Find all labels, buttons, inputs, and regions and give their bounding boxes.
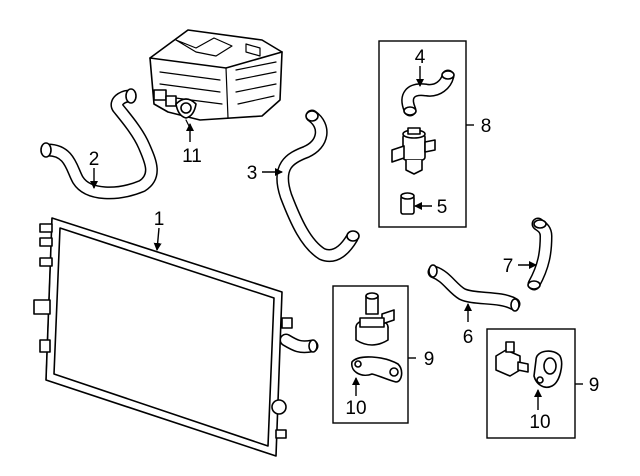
callout-2: 2 xyxy=(89,149,100,170)
callout-9-left: 9 xyxy=(424,349,435,370)
callout-9-right: 9 xyxy=(589,375,600,396)
callout-5: 5 xyxy=(437,197,448,218)
leader-lines xyxy=(90,66,583,410)
callout-8: 8 xyxy=(481,116,492,137)
callout-11: 11 xyxy=(182,146,202,167)
coolant-hose-center xyxy=(276,109,360,262)
kit-box xyxy=(378,40,467,228)
hose-insert xyxy=(400,192,415,215)
callout-3: 3 xyxy=(247,163,258,184)
coolant-hose-short xyxy=(527,217,553,291)
callout-10-right: 10 xyxy=(529,412,550,433)
pump-bracket-left xyxy=(351,356,403,383)
callout-6: 6 xyxy=(463,327,474,348)
callout-1: 1 xyxy=(154,209,165,230)
radiator xyxy=(33,217,319,457)
coolant-hose-left xyxy=(40,88,158,200)
coolant-hose-upper xyxy=(401,69,455,117)
coolant-hose-lower-right xyxy=(427,264,521,312)
callout-4: 4 xyxy=(415,47,426,68)
pump-bracket-right xyxy=(533,350,563,389)
coolant-valve xyxy=(391,127,436,175)
callout-7: 7 xyxy=(503,256,514,277)
inverter-module xyxy=(149,29,283,129)
pump-box-left xyxy=(332,285,409,424)
callout-10-left: 10 xyxy=(345,398,366,419)
coolant-pump-left xyxy=(355,292,395,346)
coolant-pump-right xyxy=(495,341,529,377)
